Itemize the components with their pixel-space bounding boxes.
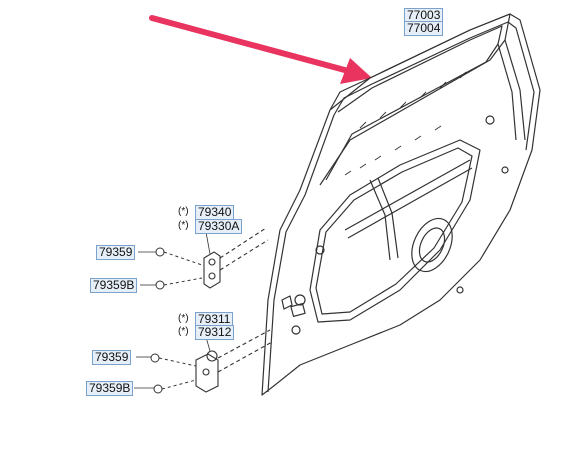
upper-bolts	[155, 247, 203, 290]
part-label-79359b-lower: 79359B	[86, 381, 134, 396]
upper-hinge	[203, 227, 269, 289]
lower-hinge	[195, 329, 273, 393]
part-label-79359-lower: 79359	[92, 350, 132, 365]
part-label-79340: 79340	[195, 205, 235, 220]
part-label-79311: 79311	[195, 312, 234, 327]
lower-bolts	[150, 353, 197, 394]
part-label-79359b-upper: 79359B	[90, 278, 138, 293]
label-leaders	[134, 231, 211, 389]
part-label-77003: 77003	[404, 8, 444, 23]
part-label-77004: 77004	[404, 21, 444, 36]
part-label-79330a: 79330A	[195, 219, 243, 234]
note-marker: (*)	[178, 313, 189, 324]
note-marker: (*)	[178, 326, 189, 337]
part-label-79312: 79312	[195, 325, 235, 340]
note-marker: (*)	[178, 220, 189, 231]
part-label-79359-upper: 79359	[96, 245, 136, 260]
pointer-arrow	[149, 15, 372, 84]
note-marker: (*)	[178, 206, 189, 217]
door-shell	[261, 13, 541, 396]
